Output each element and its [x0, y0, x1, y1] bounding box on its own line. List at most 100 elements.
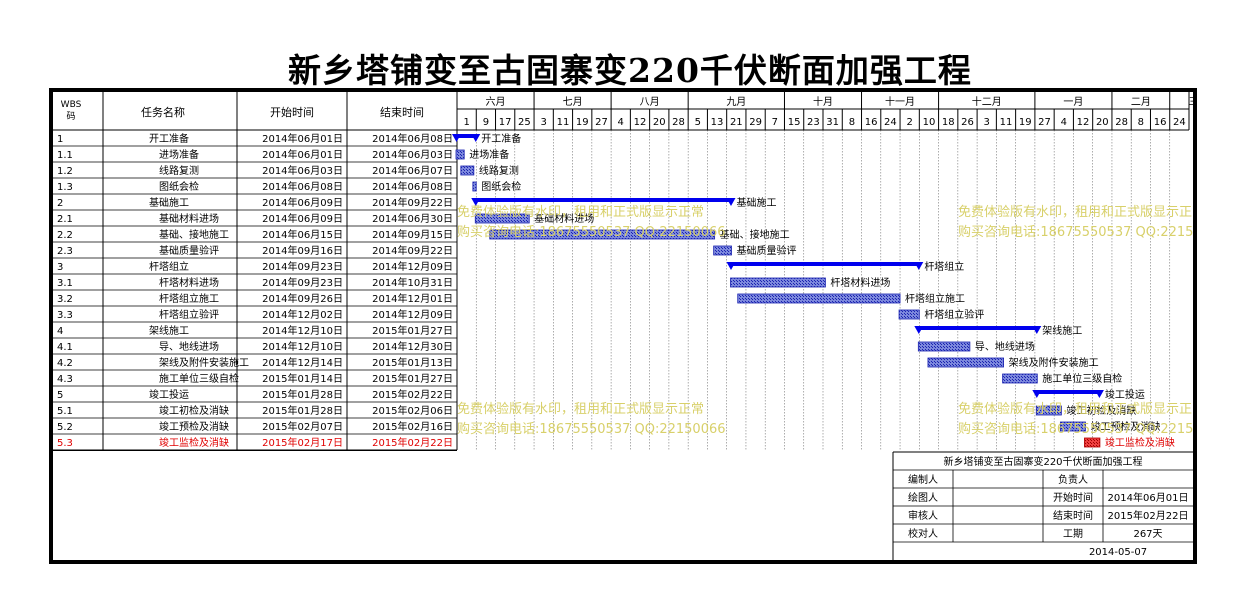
task-name-cell[interactable]: 杆塔材料进场 — [159, 276, 219, 289]
info-date: 2014-05-07 — [1089, 547, 1147, 558]
wbs-cell: 1 — [57, 134, 63, 145]
task-bar[interactable] — [898, 309, 920, 320]
week-label: 27 — [595, 117, 608, 128]
bar-label: 进场准备 — [469, 148, 509, 161]
header-wbs-line2: 码 — [66, 111, 75, 122]
task-bar[interactable] — [1084, 437, 1101, 448]
week-label: 25 — [518, 117, 531, 128]
task-name-cell[interactable]: 基础、接地施工 — [159, 228, 229, 241]
task-name-cell[interactable]: 杆塔组立施工 — [159, 292, 219, 305]
week-label: 5 — [695, 117, 701, 128]
task-bar[interactable] — [489, 229, 716, 240]
summary-bar[interactable] — [1036, 390, 1100, 394]
start-time-cell: 2014年06月09日 — [262, 196, 343, 209]
task-name-cell[interactable]: 施工单位三级自检 — [159, 372, 239, 385]
watermark-line2: 购买咨询电话:18675550537 QQ:22150066 — [457, 224, 726, 240]
task-bar[interactable] — [472, 181, 477, 192]
end-time-cell: 2014年06月30日 — [372, 212, 453, 225]
task-bar[interactable] — [455, 149, 465, 160]
page-title: 新乡塔铺变至古固寨变220千伏断面加强工程 — [288, 51, 972, 90]
month-label: 一月 — [1063, 96, 1083, 108]
task-bar[interactable] — [917, 341, 971, 352]
task-name-cell[interactable]: 进场准备 — [159, 148, 199, 161]
bar-label: 竣工监检及消缺 — [1105, 436, 1175, 449]
task-bar[interactable] — [730, 277, 826, 288]
watermark-line2: 购买咨询电话:18675550537 QQ:22150066 — [457, 421, 726, 437]
wbs-cell: 5.2 — [57, 422, 73, 433]
summary-bar[interactable] — [918, 326, 1038, 330]
wbs-cell: 2.3 — [57, 246, 73, 257]
task-name-cell[interactable]: 基础施工 — [149, 196, 189, 209]
end-time-cell: 2014年12月09日 — [372, 260, 453, 273]
header-start-time: 开始时间 — [270, 105, 314, 119]
end-time-cell: 2015年02月16日 — [372, 420, 453, 433]
task-name-cell[interactable]: 基础材料进场 — [159, 212, 219, 225]
task-name-cell[interactable]: 图纸会检 — [159, 180, 199, 193]
summary-bar[interactable] — [730, 262, 920, 266]
summary-bar-end-marker — [1032, 326, 1042, 334]
bar-label: 杆塔组立施工 — [905, 292, 965, 305]
week-label: 29 — [749, 117, 762, 128]
task-name-cell[interactable]: 线路复测 — [159, 164, 199, 177]
summary-bar-start-marker — [452, 134, 461, 142]
task-name-cell[interactable]: 开工准备 — [149, 132, 189, 145]
bar-label: 竣工初检及消缺 — [1066, 404, 1136, 417]
end-time-cell: 2014年09月22日 — [372, 244, 453, 257]
task-bar[interactable] — [927, 357, 1004, 368]
start-time-cell: 2014年09月23日 — [262, 260, 343, 273]
task-name-cell[interactable]: 竣工初检及消缺 — [159, 404, 229, 417]
wbs-cell: 5 — [57, 390, 63, 401]
summary-bar-end-marker — [471, 134, 481, 142]
task-name-cell[interactable]: 竣工预检及消缺 — [159, 420, 229, 433]
week-label: 27 — [1038, 117, 1051, 128]
task-name-cell[interactable]: 基础质量验评 — [159, 244, 219, 257]
end-time-cell: 2014年06月03日 — [372, 148, 453, 161]
task-name-cell[interactable]: 架线施工 — [149, 324, 189, 337]
bar-label: 杆塔材料进场 — [830, 276, 890, 289]
summary-bar-end-marker — [726, 198, 736, 206]
week-label: 15 — [788, 117, 801, 128]
start-time-cell: 2014年06月08日 — [262, 180, 343, 193]
week-label: 11 — [557, 117, 570, 128]
bar-label: 杆塔组立验评 — [924, 308, 984, 321]
bar-label: 施工单位三级自检 — [1042, 372, 1122, 385]
week-label: 21 — [730, 117, 743, 128]
task-name-cell[interactable]: 竣工监检及消缺 — [159, 436, 229, 449]
task-bar[interactable] — [474, 213, 530, 224]
task-bar[interactable] — [713, 245, 732, 256]
month-label: 十月 — [813, 95, 833, 108]
start-time-cell: 2014年06月15日 — [262, 228, 343, 241]
task-name-cell[interactable]: 导、地线进场 — [159, 340, 219, 353]
info-drawer-label: 绘图人 — [908, 491, 938, 504]
summary-bar[interactable] — [475, 198, 732, 202]
week-label: 8 — [1138, 117, 1144, 128]
week-label: 16 — [865, 117, 878, 128]
task-bar[interactable] — [737, 293, 901, 304]
week-label: 24 — [1173, 117, 1186, 128]
month-label: 八月 — [640, 96, 660, 108]
month-label: 九月 — [726, 96, 746, 108]
start-time-cell: 2015年01月28日 — [262, 404, 343, 417]
week-label: 20 — [653, 117, 666, 128]
task-name-cell[interactable]: 杆塔组立 — [149, 260, 189, 273]
task-name-cell[interactable]: 架线及附件安装施工 — [159, 356, 249, 369]
week-label: 4 — [618, 117, 624, 128]
task-bar[interactable] — [460, 165, 475, 176]
task-bar[interactable] — [1059, 421, 1086, 432]
week-label: 28 — [1115, 117, 1128, 128]
week-label: 24 — [884, 117, 897, 128]
task-name-cell[interactable]: 杆塔组立验评 — [159, 308, 219, 321]
end-time-cell: 2014年10月31日 — [372, 276, 453, 289]
wbs-cell: 4.3 — [57, 374, 73, 385]
watermark-line2: 购买咨询电话:18675550537 QQ:22150066 — [958, 224, 1193, 240]
task-bar[interactable] — [1002, 373, 1038, 384]
summary-bar[interactable] — [456, 134, 477, 138]
task-bar[interactable] — [1035, 405, 1062, 416]
info-end-value: 2015年02月22日 — [1108, 509, 1189, 522]
wbs-cell: 1.3 — [57, 182, 73, 193]
end-time-cell: 2015年02月22日 — [372, 436, 453, 449]
end-time-cell: 2015年02月06日 — [372, 404, 453, 417]
task-name-cell[interactable]: 竣工投运 — [149, 388, 189, 401]
start-time-cell: 2014年06月01日 — [262, 148, 343, 161]
start-time-cell: 2014年06月01日 — [262, 132, 343, 145]
